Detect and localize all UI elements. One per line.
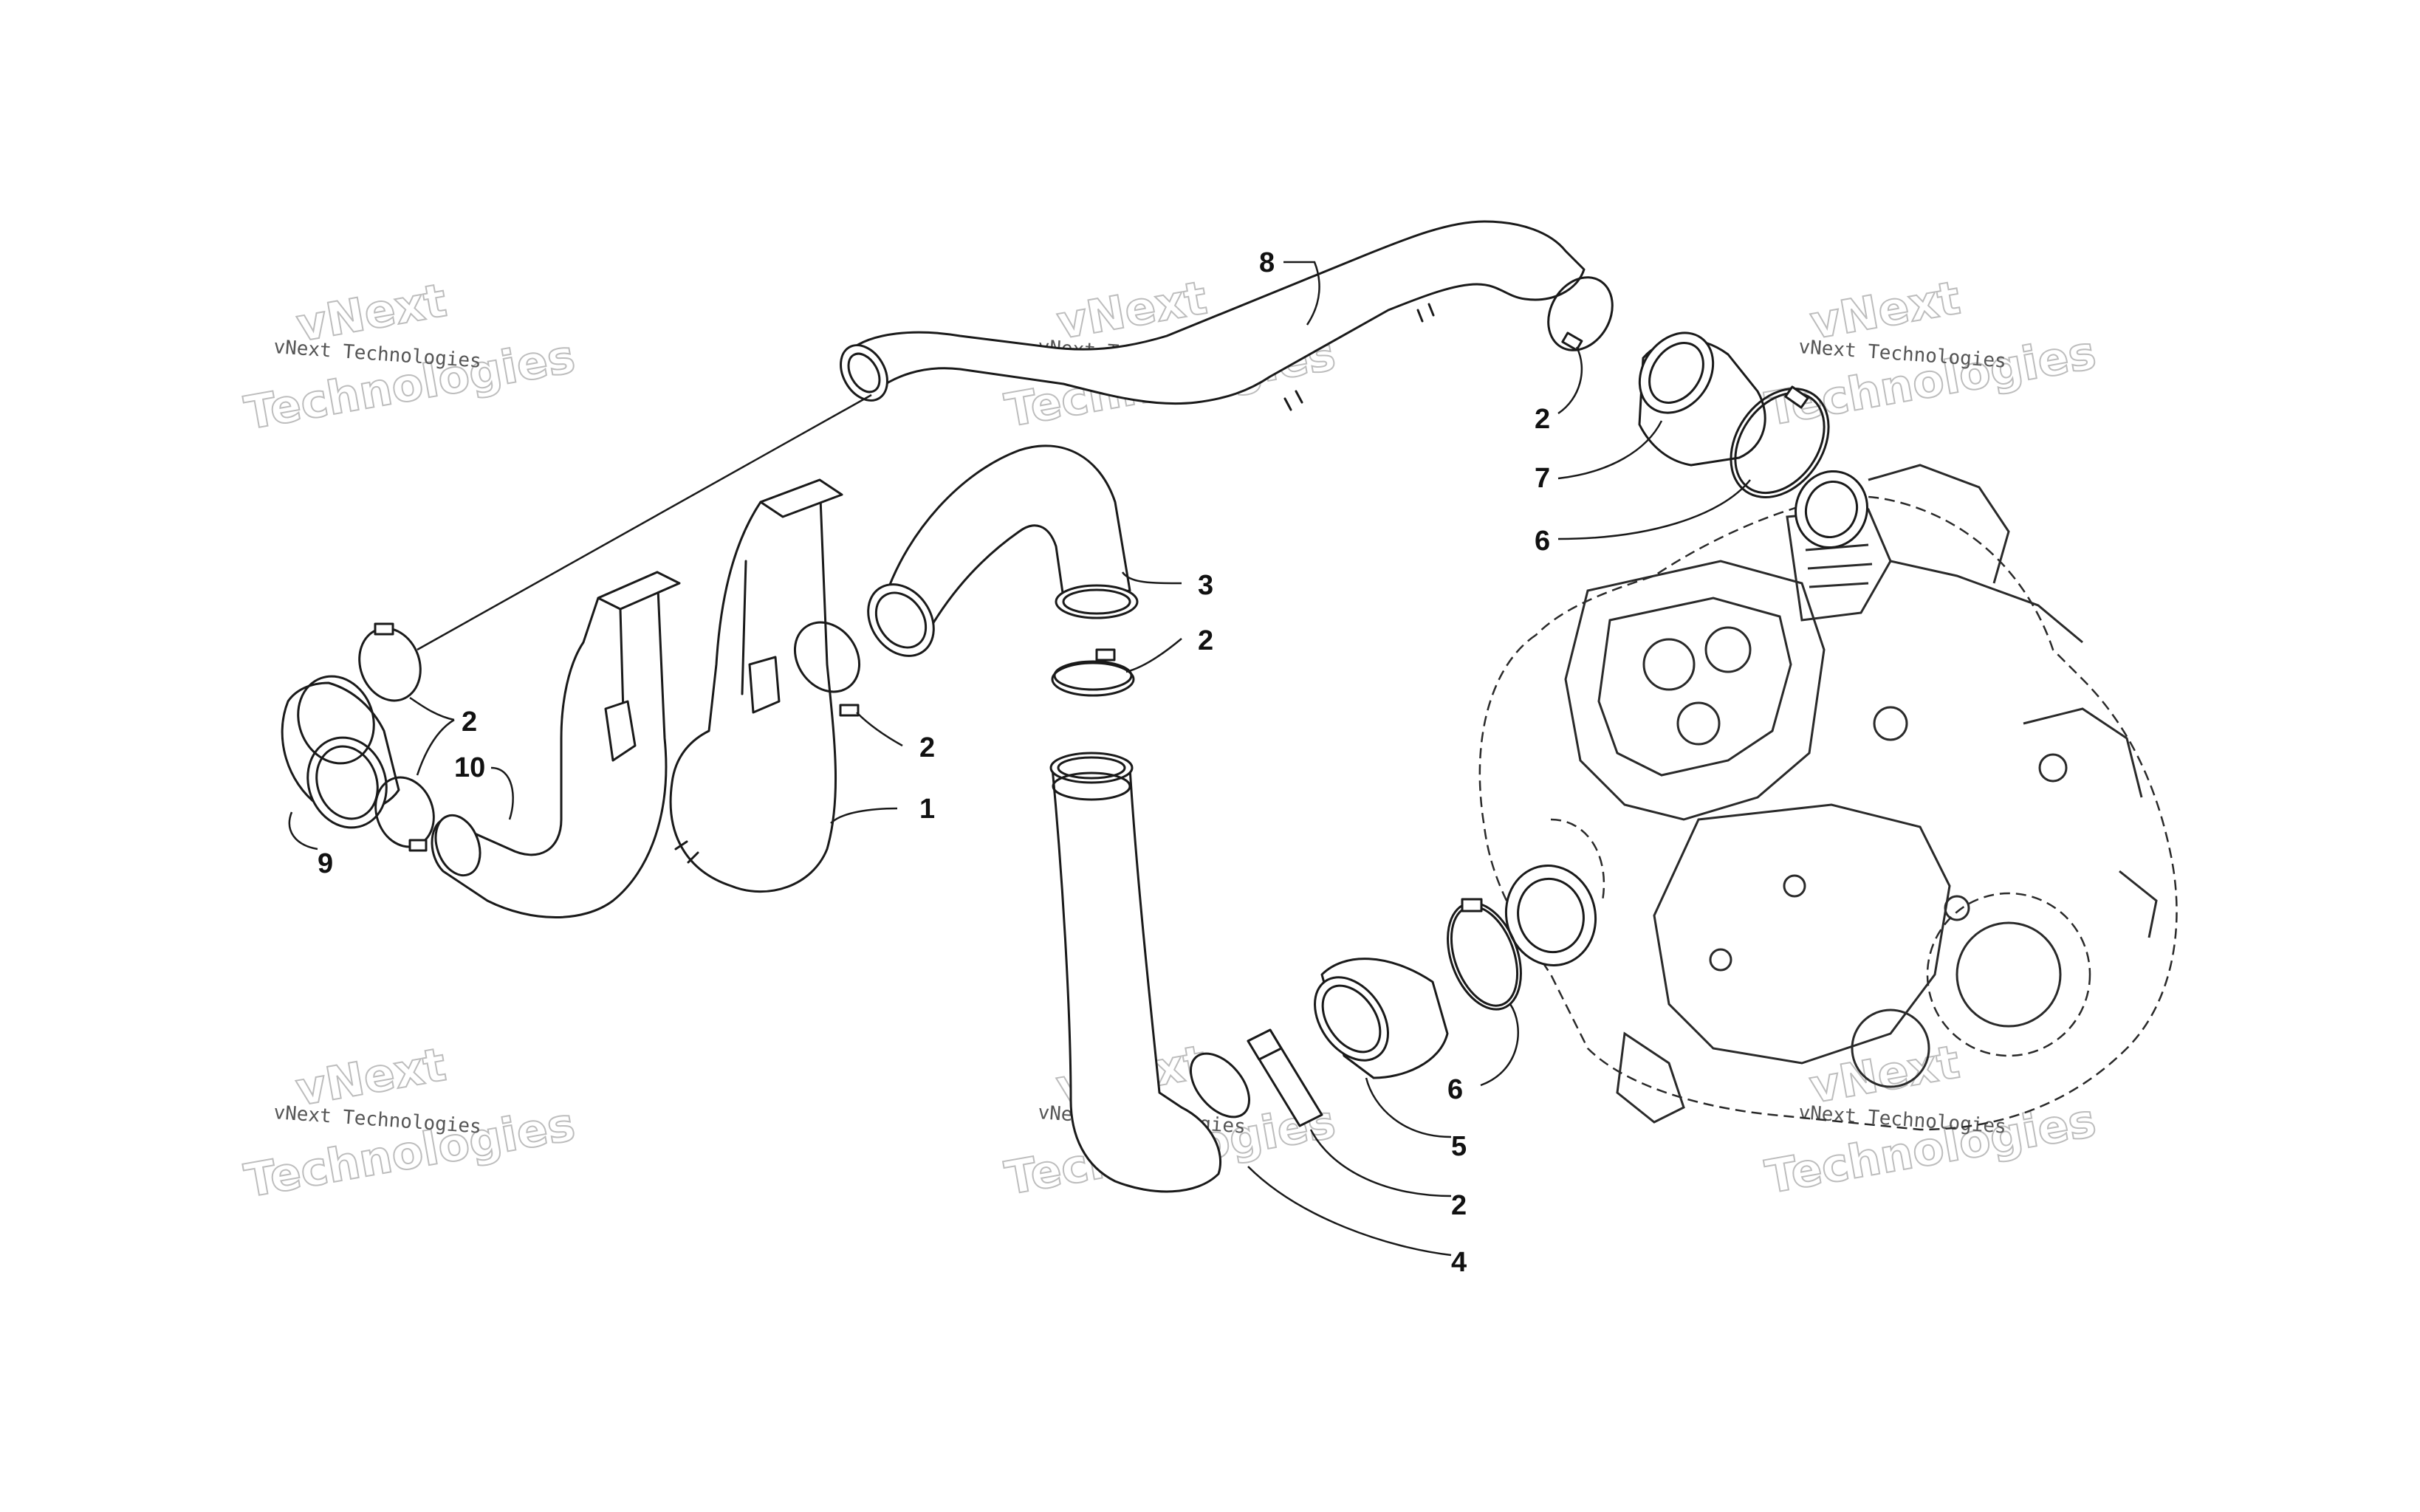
part-3-bend-hose [867,444,1139,657]
part-6-clamp-lower [1447,898,1522,1011]
part-2-clamp-mid-left [793,621,861,717]
callout-2: 2 [1451,1190,1467,1221]
part-2-clamp-left-lower [374,776,435,852]
part-6-clamp-top-right [1730,385,1830,498]
watermark-vnext: vNext [1806,1034,1964,1113]
callout-4: 4 [1451,1247,1467,1278]
callout-8: 8 [1259,247,1275,278]
callout-2: 2 [919,732,935,763]
callout-6: 6 [1535,526,1550,557]
part-10-air-duct [431,571,681,918]
engine-assembly [1478,464,2178,1131]
callouts: 8 2 7 6 3 2 2 1 2 10 9 6 5 2 4 [318,247,1550,1278]
callout-7: 7 [1535,463,1550,494]
callout-9: 9 [318,848,333,879]
part-4-j-hose [1049,752,1251,1193]
callout-2: 2 [1198,625,1213,656]
part-2-clamp-top-right [1547,276,1614,351]
callout-2: 2 [1535,404,1550,435]
part-2-clamp-lower [1247,1028,1323,1127]
part-7-coupler [1638,331,1766,467]
callout-6: 6 [1447,1074,1463,1105]
callout-10: 10 [454,752,485,783]
part-1-air-duct [669,478,843,893]
callout-3: 3 [1198,570,1213,601]
callout-5: 5 [1451,1131,1467,1162]
callout-1: 1 [919,794,935,825]
leader-lines [288,261,1751,1257]
part-5-coupler-lower [1314,958,1449,1079]
callout-2: 2 [462,707,477,738]
part-9-coupler-left [281,675,400,829]
part-2-clamp-left-upper [358,622,422,702]
part-8-upper-intake-tube [840,220,1586,411]
part-2-clamp-mid [1051,648,1135,697]
